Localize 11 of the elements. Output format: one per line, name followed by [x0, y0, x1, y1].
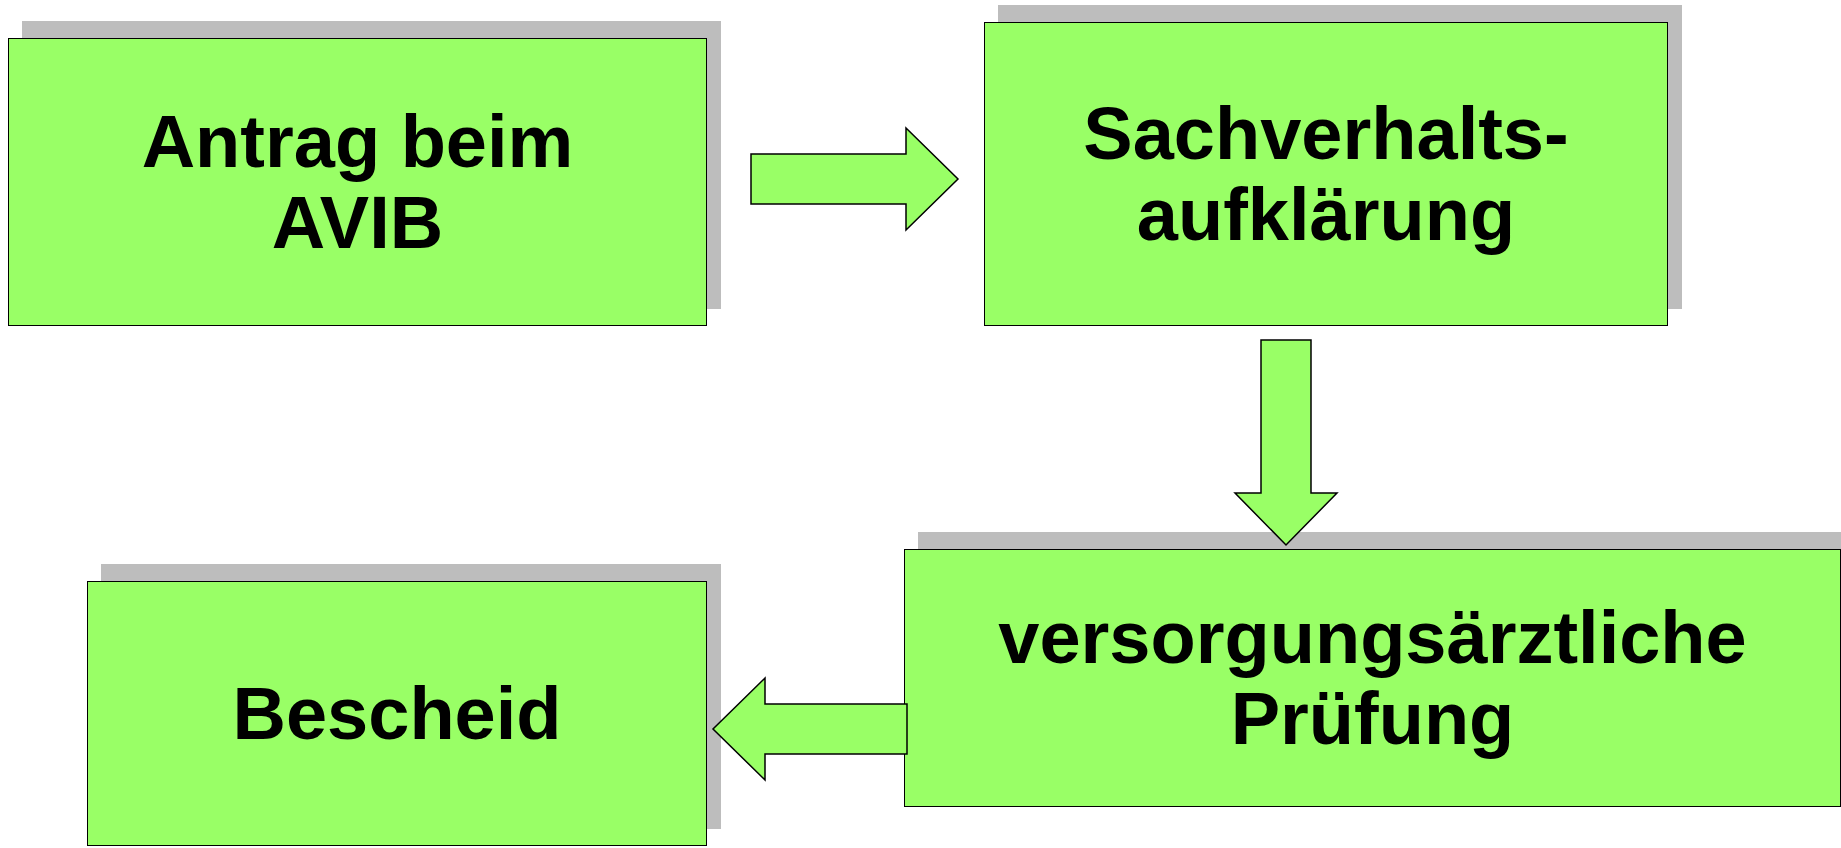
process-box: [904, 549, 1841, 807]
box-label: Sachverhalts- aufklärung: [1082, 92, 1570, 256]
block-arrow: [1233, 339, 1339, 547]
box-label: versorgungsärztliche Prüfung: [997, 596, 1748, 760]
process-box: [87, 581, 707, 846]
block-arrow: [750, 126, 960, 232]
box-label: Bescheid: [231, 672, 563, 755]
block-arrow: [711, 676, 908, 782]
process-box: [8, 38, 707, 326]
process-box: [984, 22, 1668, 326]
box-label: Antrag beim AVIB: [140, 100, 575, 264]
